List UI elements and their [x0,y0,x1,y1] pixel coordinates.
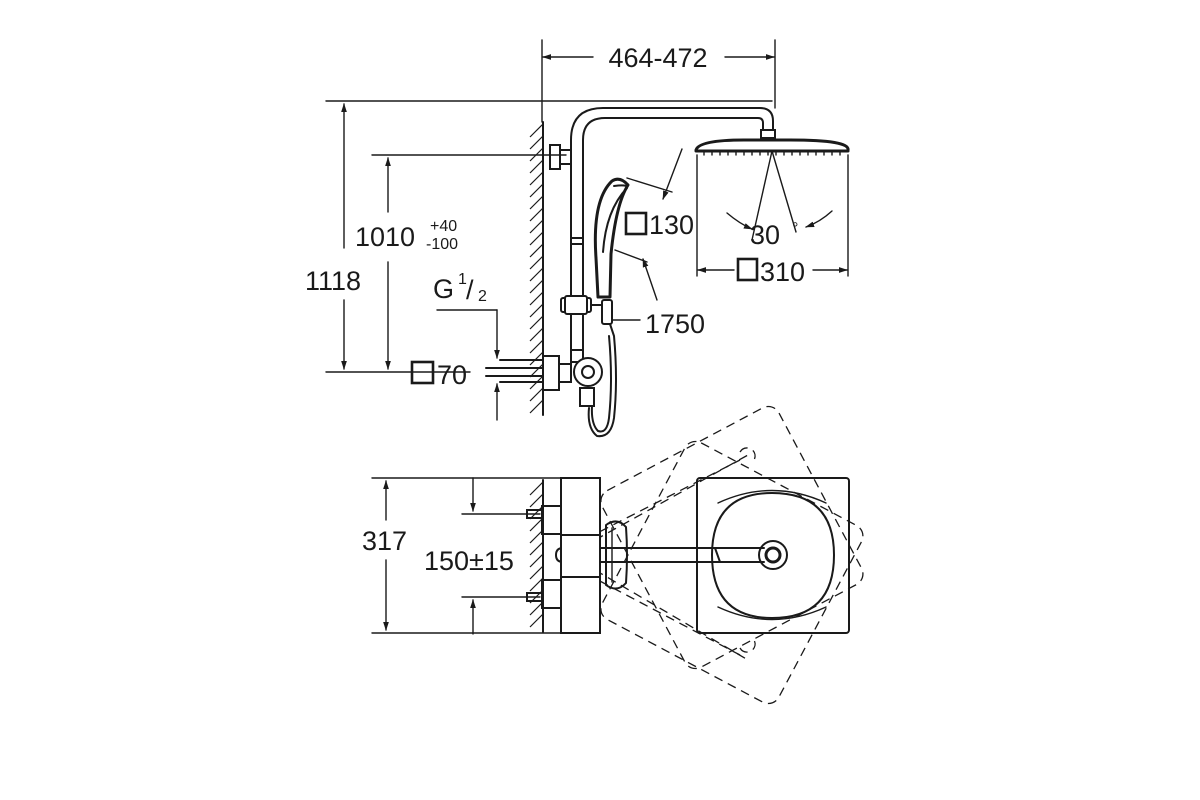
hatch-line [529,279,544,294]
hatch-line [529,565,544,580]
hatch-line [529,363,544,378]
dimension-spacing-label: 150±15 [424,546,514,576]
hatch-line [529,351,544,366]
head-shower: 30 ° [694,129,850,277]
hatch-line [529,327,544,342]
hatch-line [529,613,544,628]
front-view: 464-472 [305,39,850,438]
wall-plan [529,479,544,633]
tolerance-minus: -100 [426,236,458,253]
hatch-line [529,195,544,210]
dimension-height-total-label: 1118 [305,266,361,296]
hatch-line [529,517,544,532]
wall [529,121,544,416]
thread-denominator: 2 [478,288,487,305]
hose: 1750 [587,309,705,438]
spray-angle-unit: ° [792,220,798,237]
hatch-line [529,231,544,246]
thread-label: G 1 / 2 [433,271,500,421]
dimension-flange: 70 [410,360,467,390]
hatch-line [529,207,544,222]
hatch-line [529,481,544,496]
square-symbol [736,257,759,282]
hatch-line [529,577,544,592]
hatch-line [529,171,544,186]
hatch-line [529,505,544,520]
tolerance-plus: +40 [430,218,457,235]
hand-shower-plan [605,520,628,590]
dimension-hose-label: 1750 [645,309,705,339]
svg-text:/: / [466,275,474,305]
hatch-line [529,601,544,616]
dimension-height-adjustable-label: 1010 [355,222,415,252]
dimension-height-adjustable: 1010 +40 -100 [355,154,567,370]
plan-view: 317 150±15 [362,405,864,705]
mixer-connection [485,349,603,407]
dimension-hand-label: 130 [649,210,694,240]
dimension-head: 310 [697,257,848,287]
dimension-depth-label: 317 [362,526,407,556]
hatch-line [529,159,544,174]
hatch-line [529,315,544,330]
shower-arm-plan [555,547,765,563]
hatch-line [529,123,544,138]
hatch-line [529,339,544,354]
head-shower-plan [696,477,850,634]
mixer-plan [526,477,601,634]
hatch-line [529,255,544,270]
dimension-flange-label: 70 [437,360,467,390]
hatch-line [529,267,544,282]
shower-riser [549,107,774,351]
dimension-depth: 317 [362,477,601,634]
hatch-line [529,553,544,568]
hatch-line [529,529,544,544]
dimension-head-label: 310 [760,257,805,287]
dimension-width-label: 464-472 [608,43,707,73]
dimension-spacing: 150±15 [424,477,541,635]
hatch-line [529,493,544,508]
hatch-line [529,541,544,556]
thread-prefix: G [433,274,454,304]
hatch-line [529,387,544,402]
hatch-line [529,399,544,414]
square-symbol [624,211,648,236]
hatch-line [529,135,544,150]
dimension-height-total: 1118 [305,100,773,373]
hatch-line [529,291,544,306]
hatch-line [529,183,544,198]
hand-shower: 130 [593,148,694,301]
spray-angle-value: 30 [750,220,780,250]
hatch-line [529,219,544,234]
hatch-line [529,303,544,318]
dimension-width: 464-472 [542,43,775,73]
hatch-line [529,243,544,258]
thread-numerator: 1 [458,271,467,288]
